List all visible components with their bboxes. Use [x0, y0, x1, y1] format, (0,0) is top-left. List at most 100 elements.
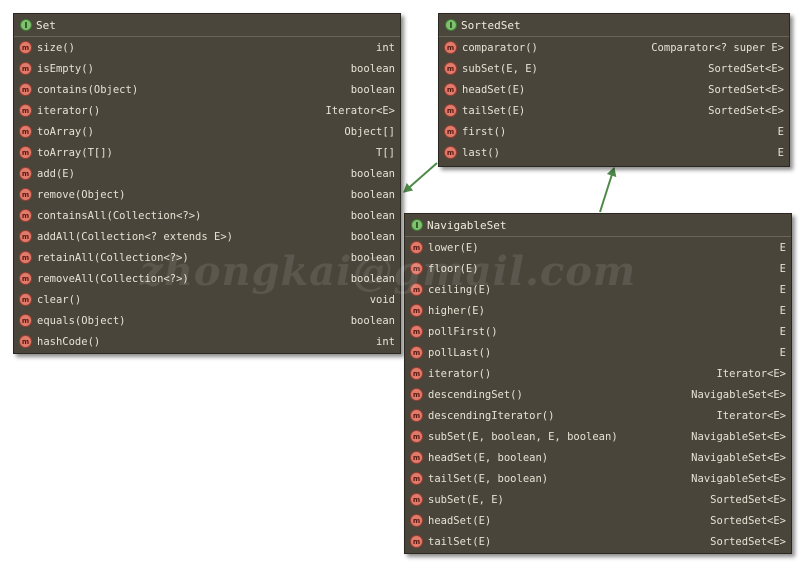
method-icon: m [19, 167, 32, 180]
method-signature: descendingIterator() [428, 409, 555, 422]
method-icon: m [410, 430, 423, 443]
method-signature: isEmpty() [37, 62, 94, 75]
method-row[interactable]: m comparator() Comparator<? super E> [439, 37, 789, 58]
method-icon: m [410, 535, 423, 548]
method-return-type: Object[] [344, 125, 395, 138]
method-signature: higher(E) [428, 304, 485, 317]
method-row[interactable]: m subSet(E, E) SortedSet<E> [405, 489, 791, 510]
method-signature: iterator() [428, 367, 492, 380]
arrow-sortedset-to-set [403, 162, 438, 193]
method-row[interactable]: m higher(E) E [405, 300, 791, 321]
method-return-type: NavigableSet<E> [691, 472, 786, 485]
interface-icon: I [20, 19, 32, 31]
method-signature: headSet(E, boolean) [428, 451, 549, 464]
method-return-type: E [779, 325, 786, 338]
method-icon: m [410, 451, 423, 464]
method-row[interactable]: m subSet(E, boolean, E, boolean) Navigable… [405, 426, 791, 447]
method-return-type: SortedSet<E> [710, 493, 786, 506]
method-signature: remove(Object) [37, 188, 126, 201]
method-return-type: Comparator<? super E> [651, 41, 784, 54]
method-icon: m [410, 304, 423, 317]
method-signature: add(E) [37, 167, 75, 180]
method-icon: m [410, 241, 423, 254]
method-return-type: Iterator<E> [325, 104, 395, 117]
method-return-type: SortedSet<E> [710, 514, 786, 527]
method-signature: hashCode() [37, 335, 101, 348]
method-return-type: SortedSet<E> [708, 62, 784, 75]
method-return-type: E [779, 304, 786, 317]
method-icon: m [19, 335, 32, 348]
method-icon: m [19, 62, 32, 75]
method-icon: m [19, 104, 32, 117]
method-signature: tailSet(E) [462, 104, 526, 117]
method-signature: subSet(E, boolean, E, boolean) [428, 430, 618, 443]
method-signature: last() [462, 146, 500, 159]
method-icon: m [410, 325, 423, 338]
method-signature: retainAll(Collection<?>) [37, 251, 189, 264]
method-icon: m [19, 251, 32, 264]
method-signature: clear() [37, 293, 82, 306]
method-return-type: NavigableSet<E> [691, 430, 786, 443]
method-icon: m [19, 314, 32, 327]
method-signature: first() [462, 125, 507, 138]
method-signature: floor(E) [428, 262, 479, 275]
method-icon: m [410, 388, 423, 401]
method-row[interactable]: m add(E) boolean [14, 163, 400, 184]
method-return-type: Iterator<E> [716, 367, 786, 380]
method-signature: containsAll(Collection<?>) [37, 209, 202, 222]
method-icon: m [19, 188, 32, 201]
method-signature: pollLast() [428, 346, 492, 359]
method-icon: m [444, 41, 457, 54]
method-icon: m [410, 346, 423, 359]
interface-title: NavigableSet [427, 218, 507, 232]
method-signature: headSet(E) [462, 83, 526, 96]
method-icon: m [410, 367, 423, 380]
method-icon: m [19, 209, 32, 222]
method-return-type: boolean [350, 272, 395, 285]
interface-title: Set [36, 18, 56, 32]
method-signature: comparator() [462, 41, 538, 54]
method-icon: m [410, 262, 423, 275]
method-return-type: boolean [350, 167, 395, 180]
method-return-type: E [777, 125, 784, 138]
method-row[interactable]: m iterator() Iterator<E> [405, 363, 791, 384]
method-signature: subSet(E, E) [428, 493, 504, 506]
method-return-type: Iterator<E> [716, 409, 786, 422]
method-icon: m [410, 493, 423, 506]
